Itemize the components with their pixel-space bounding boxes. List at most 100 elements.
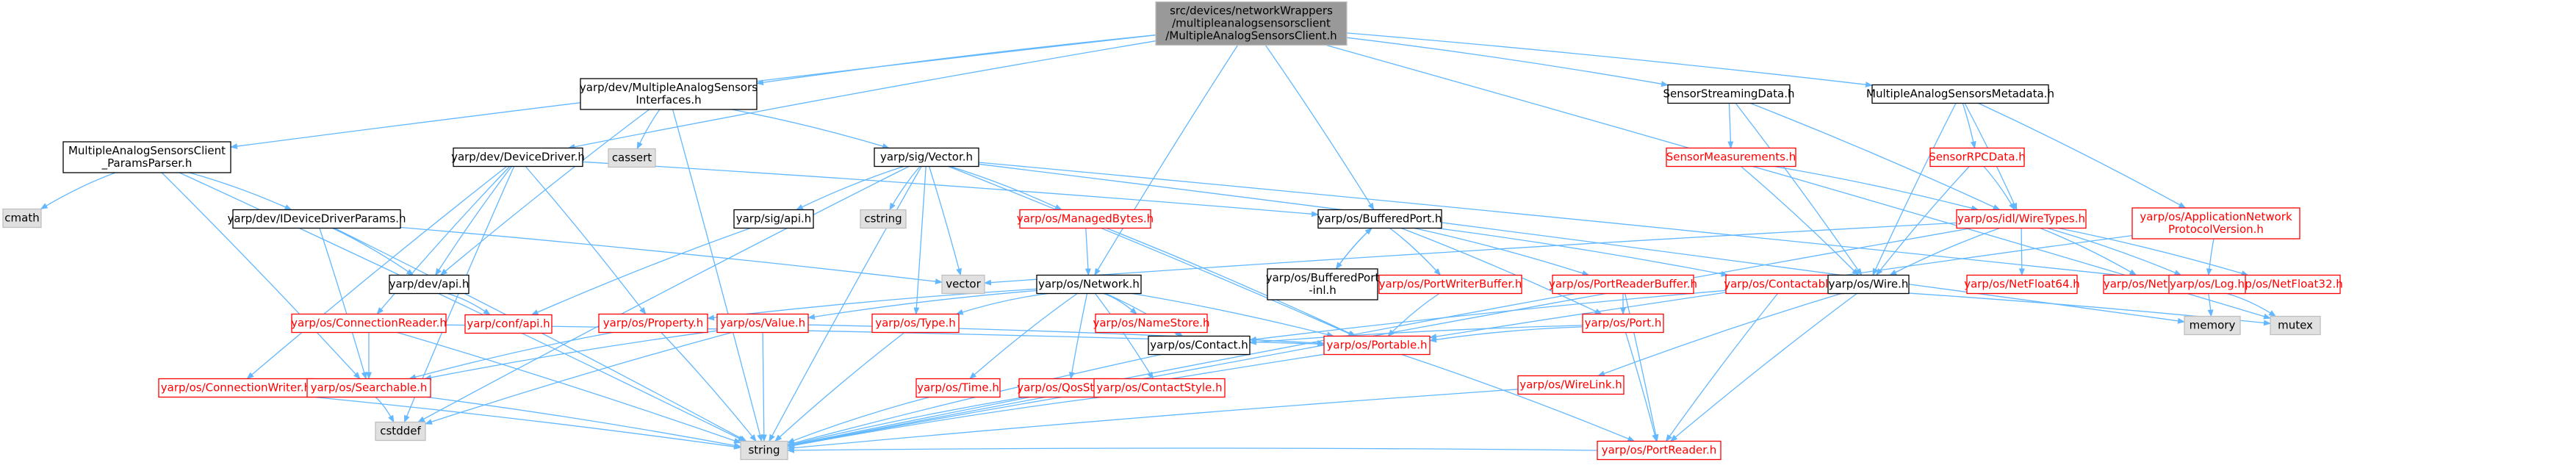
- node-contactstyle[interactable]: yarp/os/ContactStyle.h: [1093, 378, 1226, 398]
- edge-sensormeas-to-wire: [1741, 166, 1860, 276]
- node-bufferedport[interactable]: yarp/os/BufferedPort.h: [1317, 209, 1442, 229]
- node-box-port: [1582, 313, 1664, 334]
- edge-portreadbuf-to-portreader: [1625, 293, 1659, 442]
- node-bufferedportinl[interactable]: yarp/os/BufferedPort-inl.h: [1266, 268, 1380, 300]
- node-label: MultipleAnalogSensorsMetadata.h: [1866, 87, 2054, 101]
- node-appnetproto[interactable]: yarp/os/ApplicationNetworkProtocolVersio…: [2131, 207, 2300, 240]
- edge-value-to-string: [760, 332, 767, 442]
- node-ssd[interactable]: SensorStreamingData.h: [1663, 84, 1795, 104]
- edge-devicedriver-to-property: [525, 166, 647, 315]
- node-portable[interactable]: yarp/os/Portable.h: [1323, 335, 1431, 356]
- node-searchable[interactable]: yarp/os/Searchable.h: [306, 378, 431, 398]
- nodes-layer: src/devices/networkWrappers/multipleanal…: [2, 1, 2343, 461]
- node-devapi[interactable]: yarp/dev/api.h: [389, 274, 469, 295]
- node-wirelink[interactable]: yarp/os/WireLink.h: [1517, 375, 1625, 395]
- edge-devicedriver-to-devapi: [435, 166, 512, 276]
- node-namestore[interactable]: yarp/os/NameStore.h: [1093, 313, 1210, 334]
- edge-masm-to-appnetproto: [1978, 102, 2187, 209]
- edge-root-to-ssd: [1346, 37, 1669, 87]
- node-box-portable: [1323, 335, 1431, 356]
- node-label: string: [748, 444, 780, 457]
- node-box-confapi: [464, 314, 553, 334]
- edge-masi-to-devapi: [439, 109, 650, 276]
- node-time[interactable]: yarp/os/Time.h: [915, 378, 1001, 398]
- node-netfloat64[interactable]: yarp/os/NetFloat64.h: [1964, 274, 2080, 295]
- node-label: /multipleanalogsensorsclient: [1172, 17, 1331, 30]
- edge-sigvector-to-cstring: [889, 166, 921, 211]
- node-label: memory: [2190, 319, 2236, 332]
- node-label: yarp/os/Portable.h: [1327, 339, 1428, 352]
- node-label: SensorRPCData.h: [1929, 151, 2025, 164]
- node-box-contactstyle: [1093, 378, 1226, 398]
- edge-sensorrpc-to-idlwiretypes: [1983, 166, 2015, 211]
- node-sigvector[interactable]: yarp/sig/Vector.h: [874, 147, 979, 168]
- node-confapi[interactable]: yarp/conf/api.h: [464, 314, 553, 334]
- edge-masc_params-to-idevparams: [189, 172, 292, 211]
- node-type[interactable]: yarp/os/Type.h: [871, 313, 960, 334]
- node-label: cassert: [612, 151, 652, 165]
- node-sigapi[interactable]: yarp/sig/api.h: [733, 209, 814, 229]
- node-box-root: [1155, 1, 1348, 46]
- node-portreadbuf[interactable]: yarp/os/PortReaderBuffer.h: [1549, 274, 1697, 295]
- node-devicedriver[interactable]: yarp/dev/DeviceDriver.h: [451, 147, 585, 168]
- node-port[interactable]: yarp/os/Port.h: [1582, 313, 1664, 334]
- node-idlwiretypes[interactable]: yarp/os/idl/WireTypes.h: [1956, 209, 2087, 229]
- node-sensorrpc[interactable]: SensorRPCData.h: [1929, 147, 2026, 168]
- node-idevparams[interactable]: yarp/dev/IDeviceDriverParams.h: [228, 209, 406, 229]
- node-box-type: [871, 313, 960, 334]
- node-label: mutex: [2278, 319, 2313, 332]
- node-portreader[interactable]: yarp/os/PortReader.h: [1597, 440, 1721, 461]
- node-label: yarp/os/PortReader.h: [1602, 444, 1717, 457]
- node-masc_params[interactable]: MultipleAnalogSensorsClient_ParamsParser…: [62, 141, 231, 173]
- edge-masc_params-to-searchable: [161, 172, 361, 380]
- node-contact[interactable]: yarp/os/Contact.h: [1148, 335, 1251, 356]
- edge-portreader-to-string: [787, 447, 1598, 453]
- node-property[interactable]: yarp/os/Property.h: [598, 313, 708, 334]
- node-label: yarp/os/WireLink.h: [1519, 378, 1622, 392]
- node-managedbytes[interactable]: yarp/os/ManagedBytes.h: [1017, 209, 1154, 229]
- node-box-portreadbuf: [1552, 274, 1694, 295]
- node-netfloat32[interactable]: yarp/os/NetFloat32.h: [2227, 274, 2343, 295]
- edge-value-to-cstddef: [425, 331, 733, 425]
- node-box-masi: [580, 78, 758, 110]
- node-sensormeas[interactable]: SensorMeasurements.h: [1666, 147, 1796, 168]
- node-label: vector: [946, 278, 981, 291]
- node-box-memory: [2184, 315, 2241, 336]
- node-box-value: [716, 313, 809, 334]
- node-masm[interactable]: MultipleAnalogSensorsMetadata.h: [1866, 84, 2054, 104]
- node-connreader[interactable]: yarp/os/ConnectionReader.h: [291, 313, 447, 334]
- edge-sigvector-to-portable: [948, 165, 1356, 337]
- node-portwritebuf[interactable]: yarp/os/PortWriterBuffer.h: [1378, 274, 1522, 295]
- node-value[interactable]: yarp/os/Value.h: [716, 313, 809, 334]
- edge-idlwiretypes-to-log: [2047, 227, 2182, 276]
- node-label: yarp/dev/DeviceDriver.h: [451, 151, 585, 164]
- node-masi[interactable]: yarp/dev/MultipleAnalogSensorsInterfaces…: [580, 78, 758, 110]
- node-box-netfloat32: [2229, 274, 2341, 295]
- node-label: -inl.h: [1309, 284, 1336, 297]
- node-label: yarp/dev/IDeviceDriverParams.h: [228, 212, 406, 226]
- node-connwriter[interactable]: yarp/os/ConnectionWriter.h: [158, 378, 314, 398]
- edge-network-to-contactstyle: [1094, 293, 1154, 380]
- node-cassert: cassert: [608, 148, 656, 168]
- node-wire[interactable]: yarp/os/Wire.h: [1827, 274, 1910, 295]
- edge-network-to-namestore: [1103, 292, 1137, 315]
- node-network[interactable]: yarp/os/Network.h: [1036, 274, 1142, 295]
- node-root[interactable]: src/devices/networkWrappers/multipleanal…: [1155, 1, 1348, 46]
- edge-portreadbuf-to-string: [787, 292, 1576, 447]
- edge-network-to-type: [955, 292, 1048, 315]
- node-label: yarp/os/ContactStyle.h: [1096, 381, 1222, 395]
- node-label: src/devices/networkWrappers: [1170, 4, 1333, 18]
- node-log[interactable]: yarp/os/Log.h: [2168, 274, 2246, 295]
- node-label: yarp/os/Contactable.h: [1724, 278, 1846, 291]
- edge-sigvector-to-type: [913, 166, 927, 315]
- node-contactable[interactable]: yarp/os/Contactable.h: [1724, 274, 1846, 295]
- edge-contactable-to-contact: [1249, 289, 1727, 342]
- edge-network-to-portable: [1132, 292, 1334, 338]
- node-box-idevparams: [232, 209, 401, 229]
- node-label: yarp/os/Log.h: [2170, 278, 2245, 291]
- edge-idevparams-to-vector: [400, 226, 943, 285]
- edge-masi-to-sigvector: [731, 109, 890, 149]
- node-box-connreader: [291, 313, 447, 334]
- node-label: yarp/os/Wire.h: [1829, 278, 1909, 291]
- node-label: ProtocolVersion.h: [2168, 223, 2264, 236]
